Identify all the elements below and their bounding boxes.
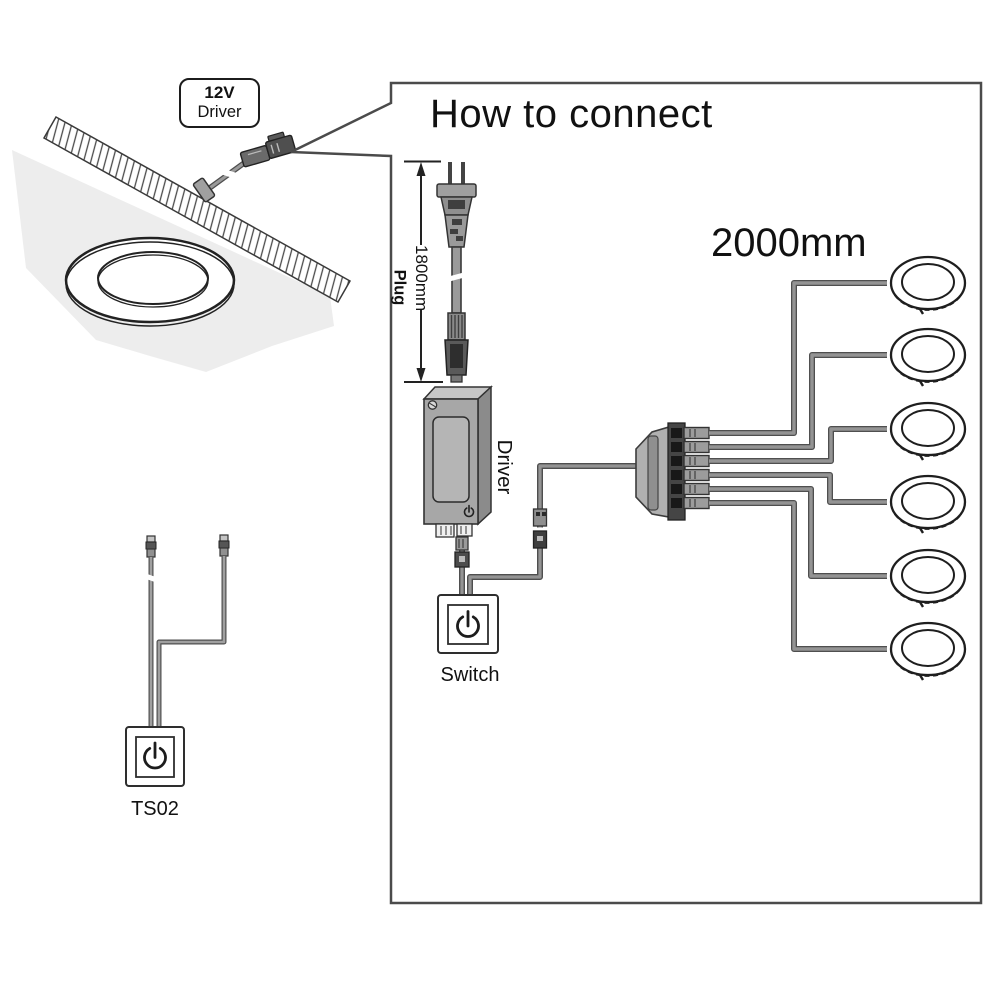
switch-label: Switch [440, 664, 500, 686]
ts02-assembly [125, 534, 230, 787]
downlight-4 [889, 474, 967, 534]
recessed-downlight [64, 236, 236, 327]
switch-unit [437, 594, 499, 654]
ceiling-scene [12, 115, 352, 372]
ts02-wires [148, 556, 227, 727]
cable-clip [192, 177, 216, 203]
ts02-label: TS02 [131, 798, 179, 820]
driver-output-ports [435, 523, 473, 538]
downlights [889, 255, 967, 681]
plug-label: Plug [390, 269, 409, 306]
dimension-2000mm-label: 2000mm [711, 221, 867, 265]
driver-connector-12v [239, 131, 297, 168]
downlight-wires [709, 280, 887, 652]
ceiling-cable [192, 155, 253, 203]
callout-line1: 12V [204, 82, 235, 102]
callout-12v-driver: 12V Driver [179, 78, 260, 128]
callout-line2: Driver [197, 103, 242, 122]
downlight-5 [889, 548, 967, 608]
screw-icon [427, 400, 438, 410]
power-plug [436, 162, 477, 383]
dimension-1800mm-label: 1800mm [412, 245, 431, 312]
inline-connector-pair [531, 508, 549, 549]
page-title: How to connect [430, 92, 713, 136]
power-icon [143, 741, 167, 770]
ceiling-panel-hatched [42, 115, 352, 304]
downlight-1 [889, 255, 967, 315]
driver-unit [422, 385, 493, 538]
power-icon [456, 610, 480, 638]
driver-label: Driver [493, 439, 516, 495]
splitter-output-connectors [683, 426, 710, 510]
ts02-switch [125, 726, 185, 787]
inline-connector-driver [454, 536, 470, 568]
dimension-1800mm [404, 160, 443, 383]
wire-terminal-right [218, 534, 230, 557]
wire-terminal-left [145, 535, 157, 558]
downlight-6 [889, 621, 967, 681]
splitter-distributor [635, 422, 710, 521]
diagram-box-outline [290, 81, 983, 905]
power-icon [463, 504, 475, 518]
downlight-2 [889, 327, 967, 387]
downlight-3 [889, 401, 967, 461]
